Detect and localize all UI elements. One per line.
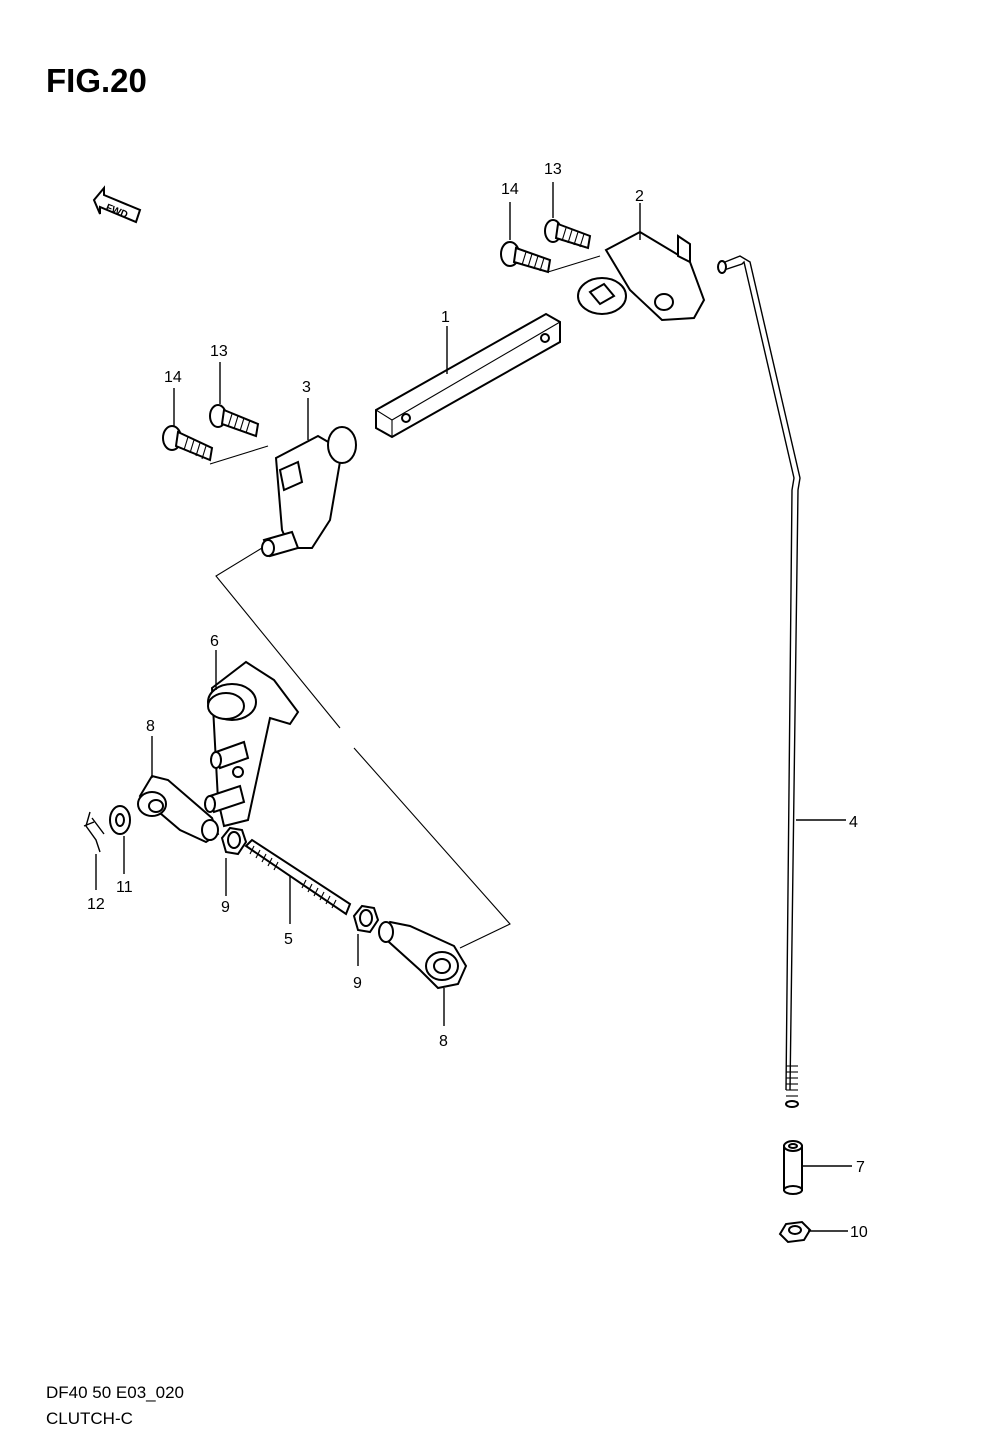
part-8-link-upper [137, 736, 220, 844]
figure-title: FIG.20 [46, 62, 147, 99]
part-13-bolt-lower [209, 362, 260, 438]
callout-9-right: 9 [353, 975, 362, 992]
part-6-bracket [204, 650, 300, 828]
figure-code: DF40 50 E03_020 [46, 1383, 184, 1402]
callout-9-left: 9 [221, 899, 230, 916]
fwd-arrow-icon: FWD [92, 185, 142, 224]
figure-name: CLUTCH-C [46, 1409, 133, 1428]
callout-7: 7 [856, 1159, 865, 1176]
callout-11: 11 [116, 879, 133, 896]
callout-8-lower: 8 [439, 1033, 448, 1050]
part-13-bolt-upper [544, 182, 592, 250]
part-1-shaft [375, 312, 561, 439]
connection-line [215, 547, 341, 729]
part-9-nut-right [352, 904, 380, 966]
part-2-upper-arm [577, 203, 706, 322]
callout-13-upper: 13 [544, 161, 562, 178]
part-5-rod [244, 838, 352, 924]
callout-labels: 1 2 3 4 5 6 7 8 8 9 9 10 11 12 13 13 14 … [87, 161, 868, 1241]
callout-6: 6 [210, 633, 219, 650]
callout-12: 12 [87, 896, 105, 913]
callout-14-upper: 14 [501, 181, 519, 198]
callout-5: 5 [284, 931, 293, 948]
part-11-washer [109, 805, 131, 874]
part-4-rod [717, 255, 846, 1108]
callout-4: 4 [849, 814, 858, 831]
callout-14-lower: 14 [164, 369, 182, 386]
part-8-link-lower [378, 920, 468, 1026]
callout-10: 10 [850, 1224, 868, 1241]
part-7-spacer [783, 1140, 852, 1195]
callout-2: 2 [635, 188, 644, 205]
part-12-clip [83, 811, 105, 890]
part-14-bolt-lower [162, 388, 269, 465]
callout-8-upper: 8 [146, 718, 155, 735]
part-3-lever [261, 398, 357, 558]
callout-3: 3 [302, 379, 311, 396]
part-14-bolt-upper [500, 202, 601, 274]
part-9-nut-left [220, 826, 248, 896]
callout-13-lower: 13 [210, 343, 228, 360]
connection-line-lower [353, 747, 511, 949]
part-10-nut [778, 1220, 848, 1244]
callout-1: 1 [441, 309, 450, 326]
